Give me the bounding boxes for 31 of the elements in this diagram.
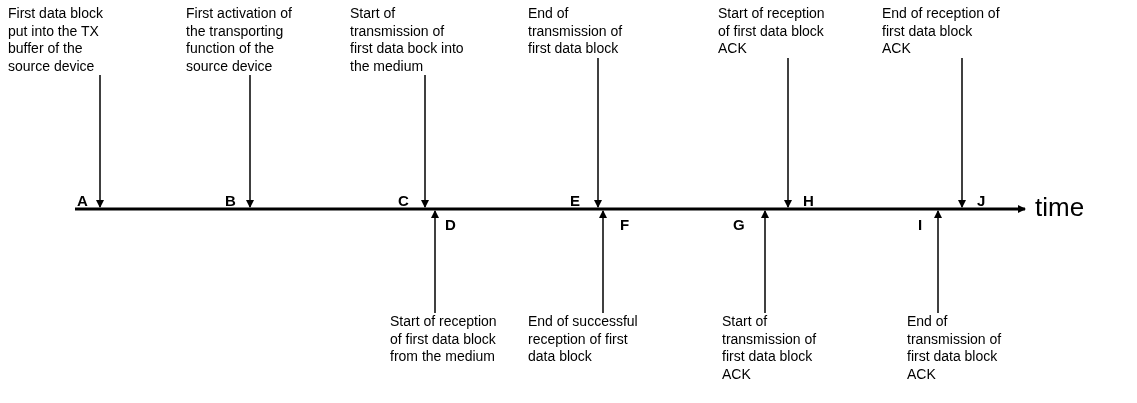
point-letter: H [803, 192, 814, 209]
arrow [958, 57, 966, 208]
arrow [431, 210, 439, 314]
arrow [96, 74, 104, 208]
event-description: End of transmission of first data block ACK [907, 313, 1007, 383]
axis-label: time [1035, 192, 1085, 222]
point-letter: A [77, 192, 88, 209]
event-description: End of successful reception of first data block [528, 313, 658, 366]
event-description: Start of transmission of first data block ACK [722, 313, 822, 383]
arrow [594, 57, 602, 208]
arrow [246, 74, 254, 208]
event-description: First activation of the transporting function of the source device [186, 5, 311, 75]
point-letter: J [977, 192, 986, 209]
point-letter: E [570, 192, 580, 209]
point-letter: I [918, 216, 923, 233]
arrow [934, 210, 942, 314]
event-description: First data block put into the TX buffer of the source device [8, 5, 120, 75]
event-description: Start of transmission of first data bock into the medium [350, 5, 468, 75]
point-letter: C [398, 192, 409, 209]
event-description: Start of reception of first data block from the medium [390, 313, 510, 366]
event-description: Start of reception of first data block ACK [718, 5, 836, 58]
point-letter: D [445, 216, 456, 233]
arrow [784, 57, 792, 208]
arrow [421, 74, 429, 208]
point-letter: B [225, 192, 236, 209]
event-description: End of reception of first data block ACK [882, 5, 1000, 58]
point-letter: G [733, 216, 745, 233]
arrow [761, 210, 769, 314]
arrow [599, 210, 607, 314]
event-description: End of transmission of first data block [528, 5, 633, 58]
point-letter: F [620, 216, 630, 233]
